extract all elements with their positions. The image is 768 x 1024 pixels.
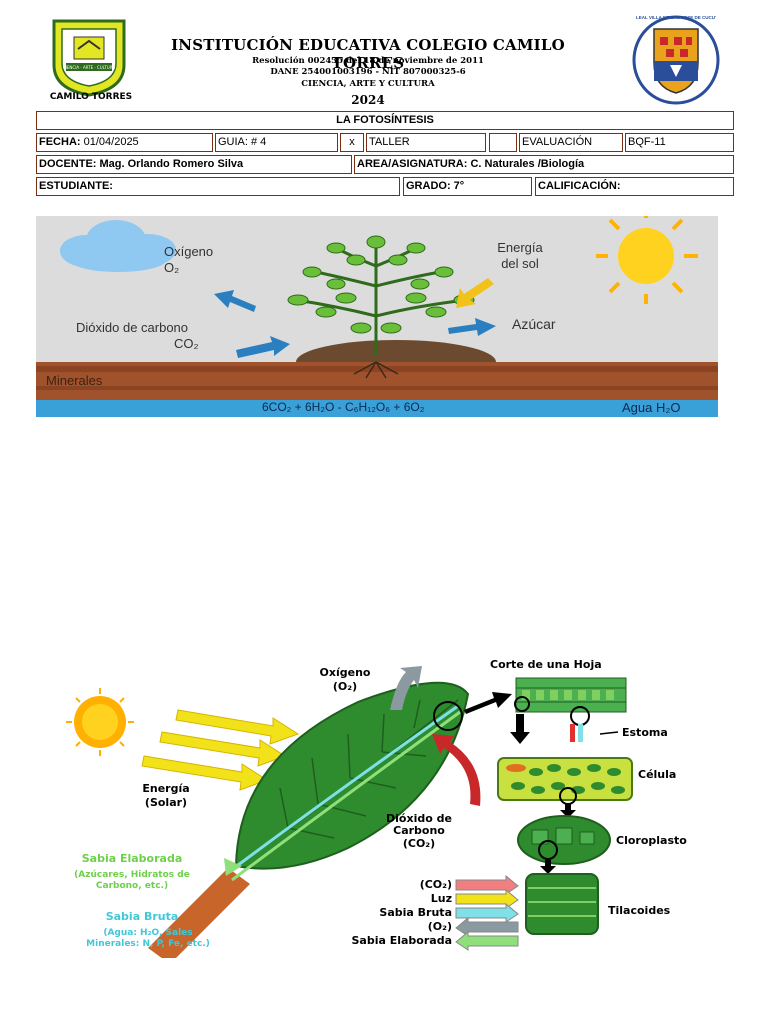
water-label: Agua H₂O: [622, 400, 681, 415]
document-code: BQF-11: [625, 133, 734, 152]
elaborated-sap-note-1: (Azúcares, Hidratos de: [74, 870, 190, 880]
sugar-label: Azúcar: [512, 316, 556, 332]
date-value: 01/04/2025: [83, 136, 139, 148]
logo-banner-text: CIENCIA · ARTE · CULTURA: [63, 65, 115, 70]
elaborated-sap-note-2: Carbono, etc.): [95, 881, 169, 891]
grade-score-field[interactable]: CALIFICACIÓN:: [535, 177, 734, 196]
date-cell: FECHA: 01/04/2025: [36, 133, 213, 152]
co2-label-2: Carbono: [393, 824, 445, 837]
light-arrows: [141, 709, 300, 791]
leaf-section-label: Corte de una Hoja: [490, 658, 602, 671]
co2-in-icon: [432, 734, 481, 806]
oxygen-formula: (O₂): [332, 680, 358, 693]
legend-item: (CO₂): [419, 878, 452, 891]
guide-number: GUIA: # 4: [215, 133, 338, 152]
cloud-icon: [60, 220, 176, 272]
left-logo-caption: CAMILO TORRES: [49, 92, 133, 102]
energy-label-2: (Solar): [144, 796, 188, 809]
year: 2024: [351, 93, 385, 107]
oxygen-out-icon: [390, 666, 422, 710]
cell-label: Célula: [638, 768, 677, 781]
guide-title: LA FOTOSÍNTESIS: [36, 111, 734, 130]
sun-energy-label-1: Energía: [497, 240, 543, 255]
stoma-label: Estoma: [622, 726, 668, 739]
oxygen-label: Oxígeno: [319, 666, 371, 679]
resolution-line: Resolución 002435 del 18 de noviembre de…: [252, 56, 484, 66]
co2-label: Dióxido de carbono: [76, 320, 189, 335]
sun-icon: [66, 688, 134, 756]
photosynthesis-illustration: Oxígeno O₂ Energía del sol Dióxido de ca…: [36, 210, 718, 417]
raw-sap-label: Sabia Bruta: [105, 910, 179, 923]
seal-ring-text: LEAL VILLA DE SAN JOSE DE CUCUTA: [636, 15, 716, 20]
teacher-cell: DOCENTE: Mag. Orlando Romero Silva: [36, 155, 352, 174]
oxygen-arrow-icon: [214, 290, 256, 312]
co2-arrow-icon: [236, 336, 290, 358]
grade-cell: GRADO: 7°: [403, 177, 532, 196]
plant-roots: [353, 361, 399, 379]
leaf-section-icon: [514, 677, 627, 742]
elaborated-sap-label: Sabia Elaborada: [81, 852, 183, 865]
sunlight-arrow-icon: [456, 278, 494, 308]
legend-item: Luz: [430, 892, 452, 905]
thylakoids-label: Tilacoides: [608, 904, 671, 917]
plant-leaves: [287, 235, 475, 334]
workshop-mark[interactable]: x: [340, 133, 364, 152]
sugar-arrow-icon: [448, 318, 496, 336]
evaluation-type: EVALUACIÓN: [519, 133, 623, 152]
zoom-arrow-icon: [464, 692, 512, 714]
legend-arrows: [455, 874, 519, 951]
raw-sap-note-2: Minerales: N, P, Fe, etc.): [86, 939, 210, 949]
date-label: FECHA:: [39, 136, 81, 148]
co2-formula: CO₂: [174, 336, 199, 351]
co2-label-1: Dióxido de: [386, 812, 452, 825]
legend-item: (O₂): [427, 920, 452, 933]
sun-energy-label-2: del sol: [501, 256, 539, 271]
evaluation-mark[interactable]: [489, 133, 517, 152]
school-name: INSTITUCIÓN EDUCATIVA COLEGIO CAMILO TOR…: [171, 36, 565, 72]
workshop-type: TALLER: [366, 133, 486, 152]
legend-item: Sabia Bruta: [379, 906, 452, 919]
subject-cell: AREA/ASIGNATURA: C. Naturales /Biología: [354, 155, 734, 174]
oxygen-label: Oxígeno: [164, 244, 214, 259]
cell-icon: [497, 757, 633, 805]
co2-formula: (CO₂): [402, 837, 436, 850]
school-shield-logo: CIENCIA · ARTE · CULTURA: [48, 15, 130, 105]
chloroplast-icon: [517, 815, 611, 865]
city-seal-logo: LEAL VILLA DE SAN JOSE DE CUCUTA: [630, 15, 722, 105]
photosynthesis-equation: 6CO₂ + 6H₂O - C₆H₁₂O₆ + 6O₂: [262, 400, 425, 414]
sun-icon: [596, 210, 698, 304]
motto-line: CIENCIA, ARTE Y CULTURA: [301, 79, 435, 89]
student-field[interactable]: ESTUDIANTE:: [36, 177, 400, 196]
energy-label-1: Energía: [142, 782, 190, 795]
dane-line: DANE 254001003196 - NIT 807000325-6: [270, 67, 466, 77]
minerals-label: Minerales: [46, 373, 103, 388]
oxygen-formula: O₂: [164, 260, 180, 275]
thylakoids-icon: [525, 873, 599, 935]
chloroplast-label: Cloroplasto: [616, 834, 687, 847]
legend-item: Sabia Elaborada: [351, 934, 452, 947]
leaf-process-diagram: Oxígeno (O₂) Corte de una Hoja Estoma Cé…: [28, 648, 732, 964]
raw-sap-note-1: (Agua: H₂O, Sales: [103, 928, 193, 938]
